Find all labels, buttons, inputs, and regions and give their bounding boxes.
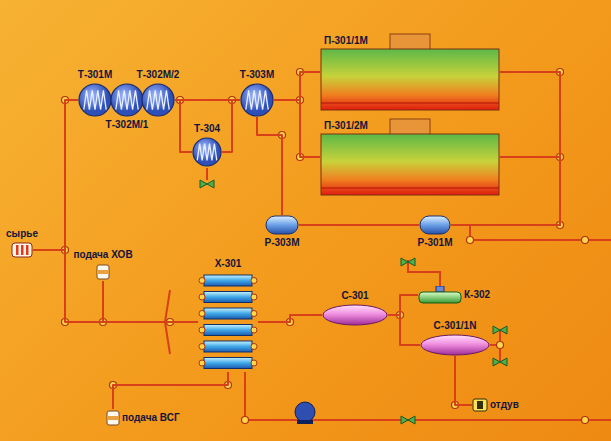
heat-exchanger-shape — [192, 137, 222, 167]
junction-dots — [62, 69, 589, 424]
junction-dot — [242, 417, 249, 424]
equipment-label: Т-304 — [194, 123, 220, 135]
heat-exchanger-shape — [78, 83, 112, 117]
junction-dot — [467, 237, 474, 244]
feed-inlet: сырье — [6, 228, 38, 258]
pipe-line — [165, 168, 611, 420]
heat-exchanger-shape — [141, 83, 175, 117]
equipment-label: Р-301М — [418, 237, 453, 249]
heat-exchanger: Т-303М — [240, 69, 274, 117]
equipment-label: П-301/2М — [324, 120, 368, 132]
pipe-line — [175, 100, 192, 152]
equipment-label: С-301 — [341, 290, 368, 302]
vent-outlet: отдув — [472, 398, 519, 412]
valve-symbol — [401, 416, 415, 424]
pipe-line — [388, 295, 418, 315]
heat-exchanger: Т-301М — [78, 69, 112, 117]
pump-symbol — [295, 402, 315, 422]
pipe-line — [222, 100, 240, 152]
pipe-line — [113, 372, 228, 409]
reactor-vessel-shape — [419, 215, 451, 235]
furnace: П-301/2М — [320, 118, 500, 196]
water-inlet-shape — [96, 263, 110, 281]
junction-dot — [497, 342, 504, 349]
reactor-vessel: Р-301М — [418, 215, 453, 249]
pipe-line — [175, 99, 240, 101]
equipment-label: подача ХОВ — [73, 249, 132, 261]
pipe-line — [455, 356, 472, 405]
equipment-label: С-301/1N — [434, 320, 477, 332]
heat-exchanger-shape — [240, 83, 274, 117]
separator-vessel: С-301 — [322, 290, 388, 326]
compressor-shape — [418, 286, 462, 304]
equipment-label: подача ВСГ — [122, 412, 180, 424]
compressor: К-302 — [418, 286, 490, 304]
air-cooler-shape — [198, 272, 258, 372]
pipe-line — [274, 100, 320, 157]
gas-inlet: подача ВСГ — [106, 409, 180, 427]
equipment-label: Т-303М — [240, 69, 274, 81]
equipment-label: сырье — [6, 228, 38, 240]
valve-symbol — [200, 180, 214, 188]
reactor-vessel-shape — [265, 215, 299, 235]
equipment-label: Р-303М — [265, 237, 300, 249]
heat-exchanger: Т-304 — [192, 123, 222, 167]
equipment-label: Т-302М/1 — [106, 119, 149, 131]
pipe-line — [103, 281, 198, 322]
equipment-label: К-302 — [464, 289, 490, 301]
heat-exchanger: Т-302М/2 — [137, 69, 180, 117]
valve-symbol — [493, 326, 507, 334]
pipe-line — [33, 100, 78, 250]
feed-inlet-shape — [11, 242, 33, 258]
reactor-vessel: Р-303М — [265, 215, 300, 249]
equipment-label: П-301/1М — [324, 35, 368, 47]
junction-dot — [582, 417, 589, 424]
pipe-line — [257, 117, 282, 215]
pump-symbol — [297, 420, 313, 424]
water-inlet: подача ХОВ — [73, 249, 132, 281]
valve-symbol — [493, 358, 507, 366]
heat-exchanger: Т-302М/1 — [106, 83, 149, 131]
pipe-line — [33, 250, 198, 322]
furnace: П-301/1М — [320, 33, 500, 111]
valve-symbol — [401, 258, 415, 266]
junction-dot — [582, 237, 589, 244]
equipment-label: Т-302М/2 — [137, 69, 180, 81]
pipe-line — [299, 224, 419, 226]
heat-exchanger-shape — [110, 83, 144, 117]
separator-vessel-shape — [322, 304, 388, 326]
valve-symbol — [200, 180, 507, 424]
pipe-line — [206, 168, 208, 180]
air-cooler: Х-301 — [198, 258, 258, 372]
pipe-line — [258, 315, 322, 322]
pump-symbol — [295, 402, 315, 424]
gas-inlet-shape — [106, 409, 120, 427]
vent-outlet-shape — [472, 398, 488, 412]
equipment-label: Т-301М — [78, 69, 112, 81]
separator-vessel: С-301/1N — [420, 320, 490, 356]
pipe-line — [274, 72, 320, 100]
equipment-label: отдув — [490, 399, 519, 411]
pipe-line — [388, 315, 420, 345]
separator-vessel-shape — [420, 334, 490, 356]
equipment-label: Х-301 — [215, 258, 242, 270]
